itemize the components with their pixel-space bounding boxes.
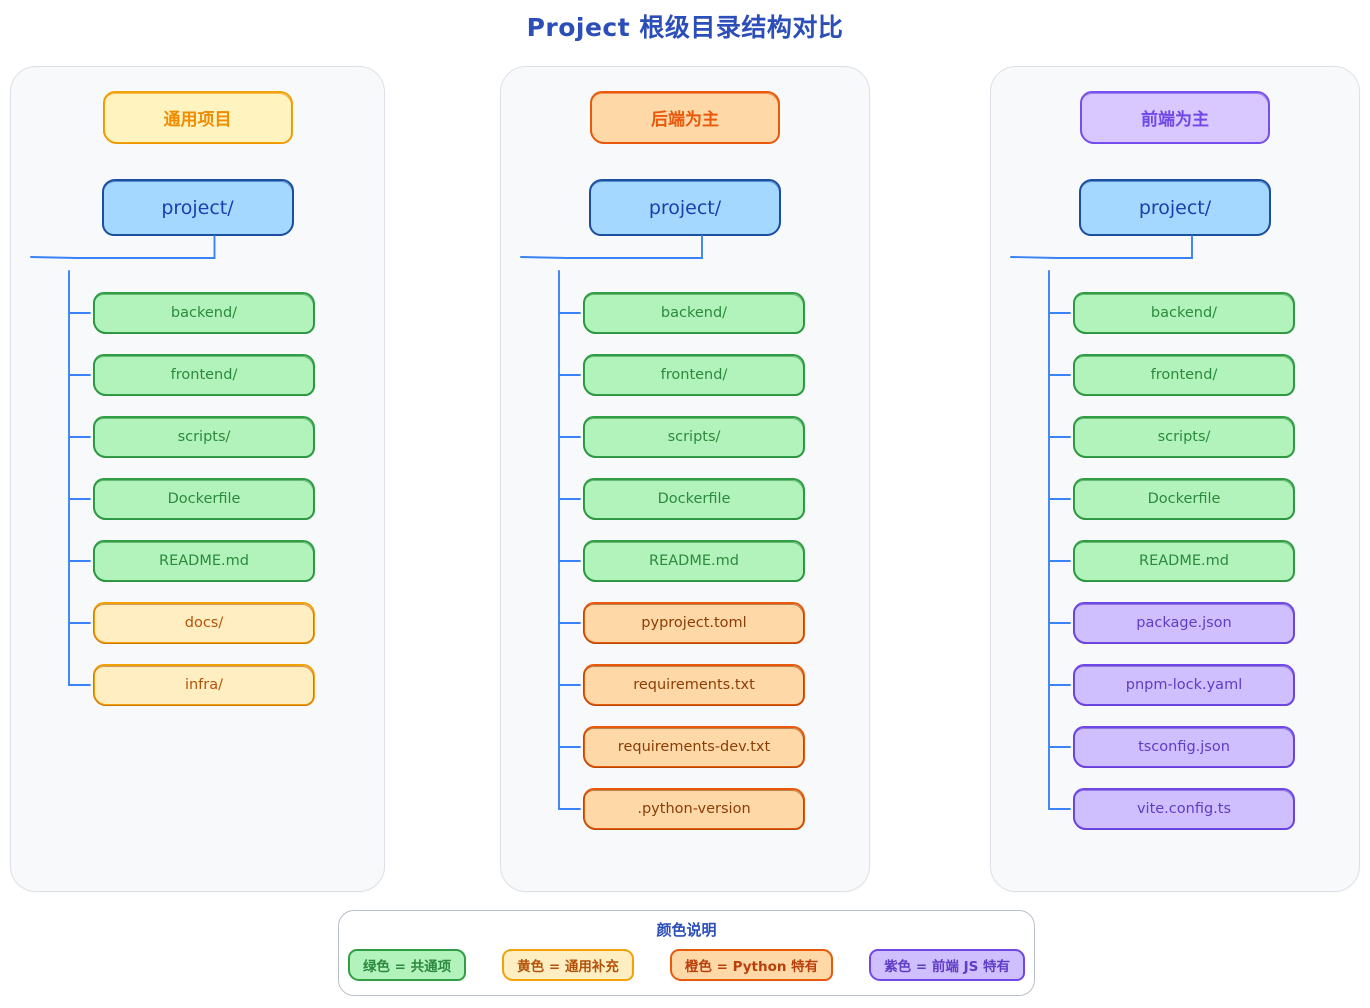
tree-node-label: frontend/ <box>170 367 238 383</box>
tree-node-label: tsconfig.json <box>1138 739 1230 755</box>
tree-node-label: scripts/ <box>177 429 231 445</box>
legend-chip-orange: 橙色 = Python 特有 <box>669 949 834 981</box>
tree-node: .python-version <box>583 788 805 830</box>
comparison-panel-frontend: 前端为主 project/backend/frontend/scripts/Doc… <box>990 66 1360 892</box>
root-node-1: project/ <box>589 179 781 236</box>
tree-node-label: backend/ <box>170 305 238 321</box>
root-node-0: project/ <box>101 179 294 236</box>
legend-panel: 颜色说明 绿色 = 共通项 黄色 = 通用补充 橙色 = Python 特有 紫色 =… <box>338 910 1035 996</box>
tree-node: backend/ <box>583 292 805 334</box>
tree-node-label: requirements-dev.txt <box>617 739 771 755</box>
tree-node-label: frontend/ <box>660 367 728 383</box>
tree-node-label: requirements.txt <box>633 677 755 693</box>
legend-item-list: 绿色 = 共通项 黄色 = 通用补充 橙色 = Python 特有 紫色 = 前端 J… <box>339 949 1034 981</box>
tree-node-label: Dockerfile <box>657 491 731 507</box>
root-node-label: project/ <box>161 196 234 219</box>
tree-node-label: Dockerfile <box>1147 491 1221 507</box>
tree-node-label: Dockerfile <box>167 491 241 507</box>
tree-node-label: frontend/ <box>1150 367 1218 383</box>
tree-node: frontend/ <box>1073 354 1295 396</box>
tree-node: vite.config.ts <box>1073 788 1295 830</box>
tree-node-label: README.md <box>649 553 739 569</box>
legend-chip-yellow: 黄色 = 通用补充 <box>502 949 634 981</box>
tree-node: pyproject.toml <box>583 602 805 644</box>
tree-node: pnpm-lock.yaml <box>1073 664 1295 706</box>
tree-node-label: pnpm-lock.yaml <box>1125 677 1243 693</box>
legend-chip-label: 橙色 = Python 特有 <box>684 959 819 975</box>
root-node-label: project/ <box>1138 196 1212 219</box>
tree-node-label: .python-version <box>637 801 751 817</box>
tree-node: tsconfig.json <box>1073 726 1295 768</box>
legend-chip-label: 绿色 = 共通项 <box>362 959 452 975</box>
legend-chip-label: 紫色 = 前端 JS 特有 <box>884 959 1011 975</box>
tree-node: Dockerfile <box>583 478 805 520</box>
tree-node-label: backend/ <box>1150 305 1218 321</box>
category-header-0: 通用项目 <box>102 91 293 144</box>
tree-node: infra/ <box>93 664 315 706</box>
tree-node-label: vite.config.ts <box>1136 801 1232 817</box>
tree-node: requirements-dev.txt <box>583 726 805 768</box>
tree-node: docs/ <box>93 602 315 644</box>
tree-node-label: pyproject.toml <box>641 615 747 631</box>
root-node-2: project/ <box>1079 179 1271 236</box>
category-header-2: 前端为主 <box>1080 91 1270 144</box>
legend-title: 颜色说明 <box>656 921 717 939</box>
tree-node-label: infra/ <box>184 677 224 693</box>
tree-node-label: README.md <box>1139 553 1229 569</box>
tree-node: README.md <box>93 540 315 582</box>
tree-node: package.json <box>1073 602 1295 644</box>
category-header-1: 后端为主 <box>590 91 780 144</box>
tree-node: scripts/ <box>93 416 315 458</box>
tree-node: README.md <box>583 540 805 582</box>
tree-node: scripts/ <box>583 416 805 458</box>
tree-node-label: scripts/ <box>667 429 721 445</box>
comparison-panel-general: 通用项目 project/backend/frontend/scripts/Doc… <box>10 66 385 892</box>
tree-node: frontend/ <box>93 354 315 396</box>
tree-node-label: package.json <box>1136 615 1232 631</box>
tree-node: Dockerfile <box>1073 478 1295 520</box>
legend-chip-green: 绿色 = 共通项 <box>347 949 467 981</box>
page-title: Project 根级目录结构对比 <box>526 13 844 42</box>
tree-node-label: scripts/ <box>1157 429 1211 445</box>
category-header-label: 后端为主 <box>651 110 719 130</box>
comparison-panel-backend: 后端为主 project/backend/frontend/scripts/Doc… <box>500 66 870 892</box>
tree-node: frontend/ <box>583 354 805 396</box>
tree-node: backend/ <box>93 292 315 334</box>
category-header-label: 前端为主 <box>1141 110 1209 130</box>
tree-node-label: README.md <box>159 553 249 569</box>
tree-node: README.md <box>1073 540 1295 582</box>
category-header-label: 通用项目 <box>163 110 232 130</box>
tree-node: Dockerfile <box>93 478 315 520</box>
tree-node: requirements.txt <box>583 664 805 706</box>
legend-chip-label: 黄色 = 通用补充 <box>517 959 619 975</box>
root-node-label: project/ <box>648 196 722 219</box>
tree-node-label: backend/ <box>660 305 728 321</box>
tree-node: scripts/ <box>1073 416 1295 458</box>
tree-node-label: docs/ <box>184 615 224 631</box>
tree-node: backend/ <box>1073 292 1295 334</box>
legend-chip-purple: 紫色 = 前端 JS 特有 <box>869 949 1026 981</box>
